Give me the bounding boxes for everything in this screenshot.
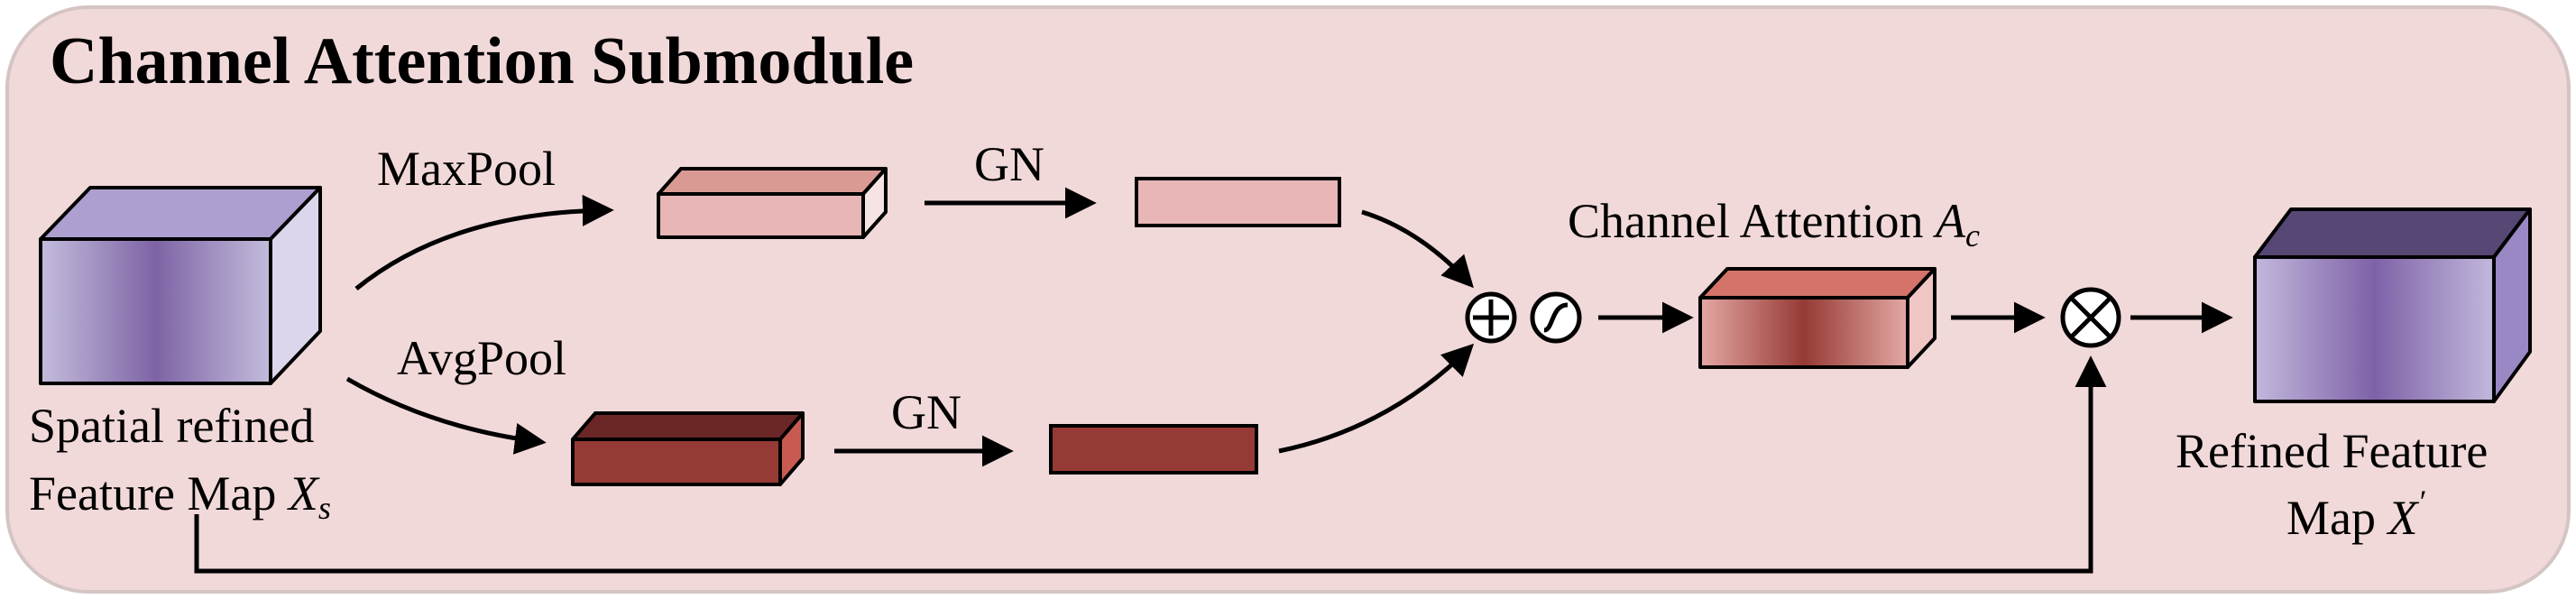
- channel-attention-block: [1698, 267, 1937, 369]
- maxpool-label: MaxPool: [377, 142, 556, 196]
- circle-times-icon: [2060, 287, 2121, 348]
- skip-connection-arrow: [194, 355, 2107, 574]
- channel-attention-label: Channel Attention Ac: [1568, 194, 1980, 253]
- avgpool-label: AvgPool: [397, 331, 566, 385]
- diagram-title: Channel Attention Submodule: [50, 24, 914, 98]
- top-to-add-arrow: [1361, 209, 1474, 289]
- input-label-line2: Feature Map Xs: [29, 466, 331, 526]
- maxpool-block: [657, 167, 888, 239]
- gn-top-block: [1135, 177, 1341, 227]
- gn-bottom-label: GN: [891, 385, 961, 439]
- circle-plus-icon: [1465, 291, 1517, 344]
- input-label-line1: Spatial refined: [29, 399, 314, 453]
- output-label-line2: Map X′: [2286, 484, 2425, 545]
- gn-top-label: GN: [974, 137, 1044, 191]
- output-feature-map-cube: [2253, 207, 2532, 403]
- avgpool-block: [571, 411, 805, 486]
- output-label-line1: Refined Feature: [2176, 424, 2488, 478]
- input-feature-map-cube: [39, 186, 322, 385]
- avgpool-arrow: [345, 376, 547, 455]
- maxpool-arrow: [354, 194, 614, 290]
- gn-bottom-block: [1049, 424, 1258, 475]
- bottom-to-add-arrow: [1278, 343, 1475, 454]
- sigmoid-icon: [1530, 291, 1582, 344]
